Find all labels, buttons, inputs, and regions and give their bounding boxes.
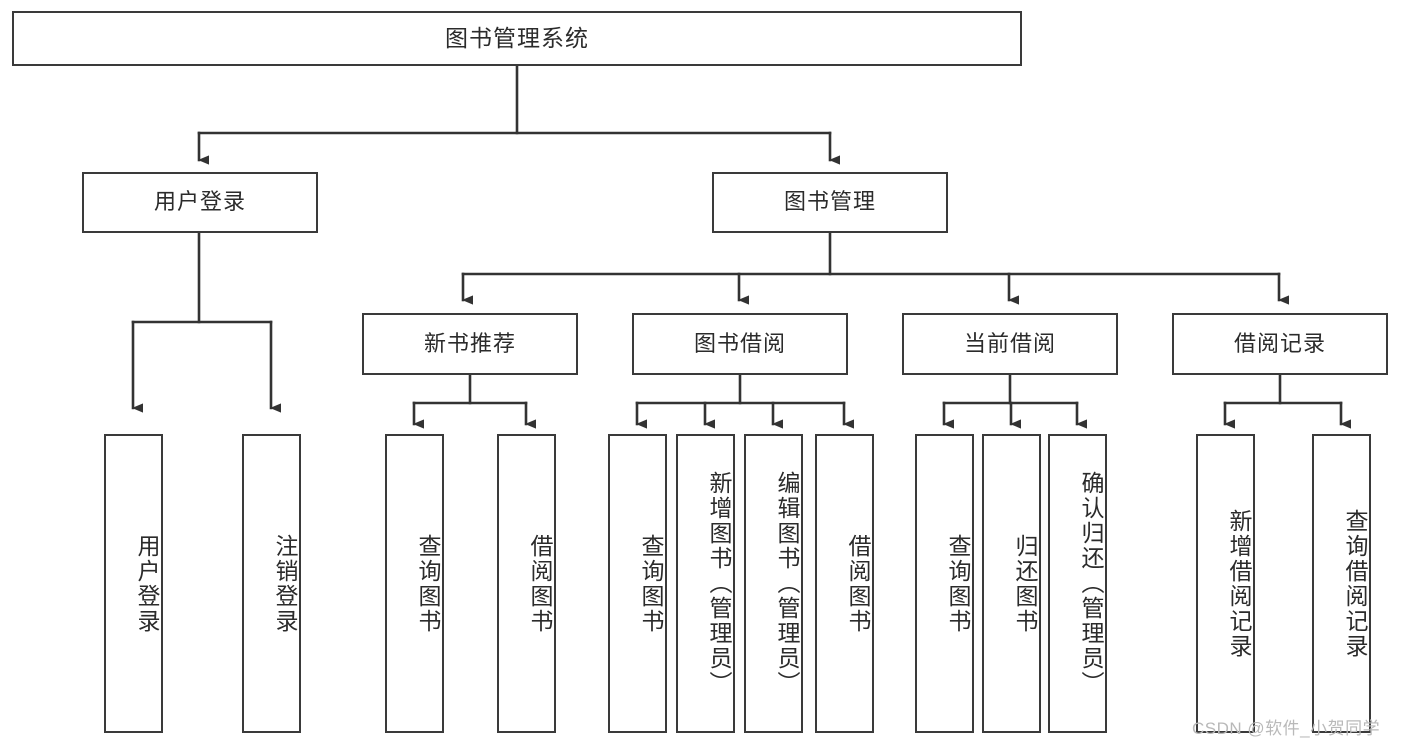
leaf-current-return-book[interactable]: 归还图书	[982, 434, 1041, 733]
node-book-borrow[interactable]: 图书借阅	[632, 313, 848, 375]
watermark-text: CSDN @软件_小贺同学	[1192, 719, 1381, 738]
node-label: 借阅图书	[527, 533, 553, 634]
node-new-book-recommend[interactable]: 新书推荐	[362, 313, 578, 375]
node-label: 图书管理	[783, 189, 876, 215]
node-label: 新增借阅记录	[1226, 508, 1252, 659]
node-label: 查询图书	[415, 533, 441, 634]
node-label: 借阅图书	[845, 533, 871, 634]
leaf-borrow-add-book[interactable]: 新增图书（管理员）	[676, 434, 735, 733]
node-label: 用户登录	[153, 189, 246, 215]
leaf-record-add-record[interactable]: 新增借阅记录	[1196, 434, 1255, 733]
node-label: 新书推荐	[423, 330, 516, 356]
node-user-login[interactable]: 用户登录	[82, 172, 318, 233]
leaf-borrow-borrow-book[interactable]: 借阅图书	[815, 434, 874, 733]
node-label: 查询图书	[638, 533, 664, 634]
leaf-newbook-borrow-book[interactable]: 借阅图书	[497, 434, 556, 733]
node-label: 图书借阅	[693, 330, 786, 356]
node-current-borrow[interactable]: 当前借阅	[902, 313, 1118, 375]
node-book-management[interactable]: 图书管理	[712, 172, 948, 233]
leaf-borrow-edit-book[interactable]: 编辑图书（管理员）	[744, 434, 803, 733]
leaf-user-login[interactable]: 用户登录	[104, 434, 163, 733]
node-label: 注销登录	[272, 533, 298, 634]
node-label: 归还图书	[1012, 533, 1038, 634]
leaf-newbook-query-book[interactable]: 查询图书	[385, 434, 444, 733]
leaf-current-confirm-return[interactable]: 确认归还（管理员）	[1048, 434, 1107, 733]
leaf-borrow-query-book[interactable]: 查询图书	[608, 434, 667, 733]
leaf-user-logout[interactable]: 注销登录	[242, 434, 301, 733]
node-label: 当前借阅	[963, 330, 1056, 356]
node-borrow-record[interactable]: 借阅记录	[1172, 313, 1388, 375]
node-label: 查询借阅记录	[1342, 508, 1368, 659]
node-label: 新增图书（管理员）	[706, 471, 732, 696]
node-label: 图书管理系统	[445, 24, 589, 51]
node-label: 查询图书	[945, 533, 971, 634]
leaf-record-query-record[interactable]: 查询借阅记录	[1312, 434, 1371, 733]
node-root-system[interactable]: 图书管理系统	[12, 11, 1022, 66]
node-label: 编辑图书（管理员）	[774, 471, 800, 696]
node-label: 借阅记录	[1233, 330, 1326, 356]
leaf-current-query-book[interactable]: 查询图书	[915, 434, 974, 733]
node-label: 用户登录	[134, 533, 160, 634]
node-label: 确认归还（管理员）	[1078, 471, 1104, 696]
